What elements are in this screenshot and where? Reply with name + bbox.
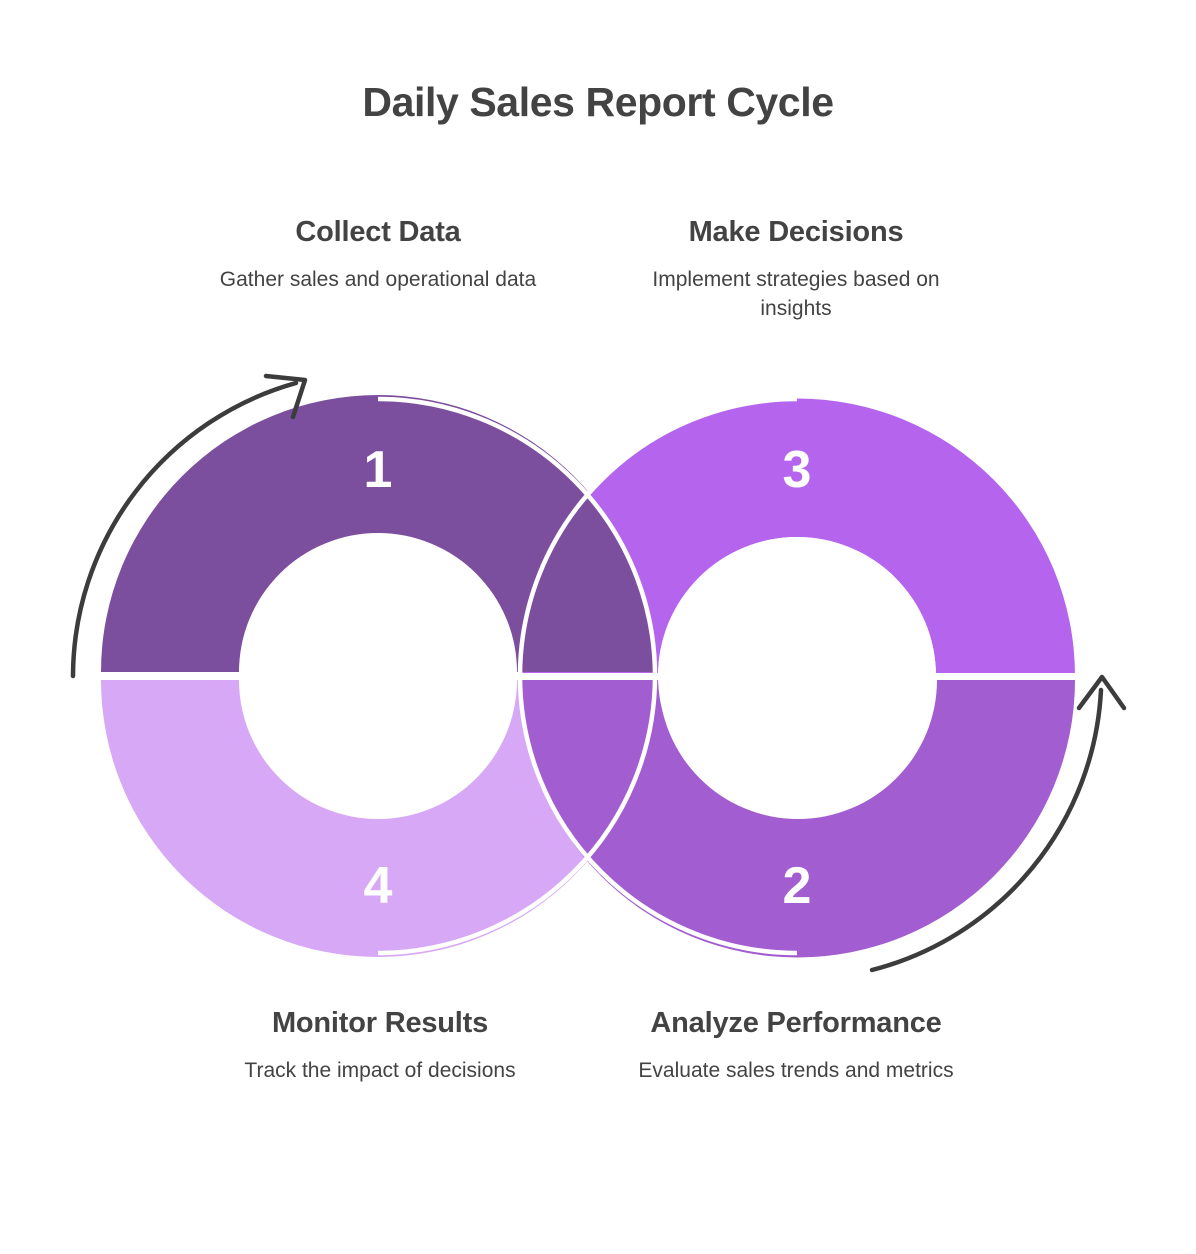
step-label-collect-data: Collect Data Gather sales and operationa… — [218, 215, 538, 295]
segment-number-2: 2 — [783, 857, 812, 915]
step-description-4: Track the impact of decisions — [244, 1059, 516, 1083]
left-cycle-arrow-curve — [70, 380, 299, 679]
left-ring-hole — [239, 537, 517, 815]
segment-number-4: 4 — [364, 857, 393, 915]
left-cycle-arrow — [70, 373, 308, 679]
segment-number-1: 1 — [364, 441, 393, 499]
right-ring-hole — [658, 537, 936, 815]
page-title: Daily Sales Report Cycle — [362, 79, 834, 125]
step-heading-2: Analyze Performance — [650, 1007, 942, 1039]
step-label-make-decisions: Make Decisions Implement strategies base… — [615, 215, 977, 324]
left-ring-split-gap — [99, 673, 241, 679]
step-description-2: Evaluate sales trends and metrics — [638, 1059, 954, 1083]
right-ring-split-gap — [934, 673, 1077, 679]
step-label-analyze-performance: Analyze Performance Evaluate sales trend… — [615, 1006, 977, 1086]
segment-number-3: 3 — [783, 441, 812, 499]
right-cycle-arrow-curve — [869, 687, 1104, 973]
step-description-3: Implement strategies based on insights — [652, 268, 940, 321]
step-heading-4: Monitor Results — [271, 1007, 489, 1039]
step-heading-3: Make Decisions — [688, 216, 904, 248]
segment-1-arc[interactable] — [101, 395, 655, 672]
step-heading-1: Collect Data — [295, 216, 461, 248]
segment-4-arc[interactable] — [101, 680, 655, 957]
right-ring-split-gap-left — [518, 673, 660, 679]
right-cycle-arrow-head — [1076, 674, 1127, 711]
step-description-1: Gather sales and operational data — [219, 268, 537, 292]
right-cycle-arrow — [869, 674, 1127, 973]
left-cycle-arrow-head — [263, 373, 308, 420]
segment-2-arc[interactable] — [520, 680, 1075, 958]
step-label-monitor-results: Monitor Results Track the impact of deci… — [213, 1006, 547, 1086]
segment-3-arc[interactable] — [520, 398, 1075, 676]
